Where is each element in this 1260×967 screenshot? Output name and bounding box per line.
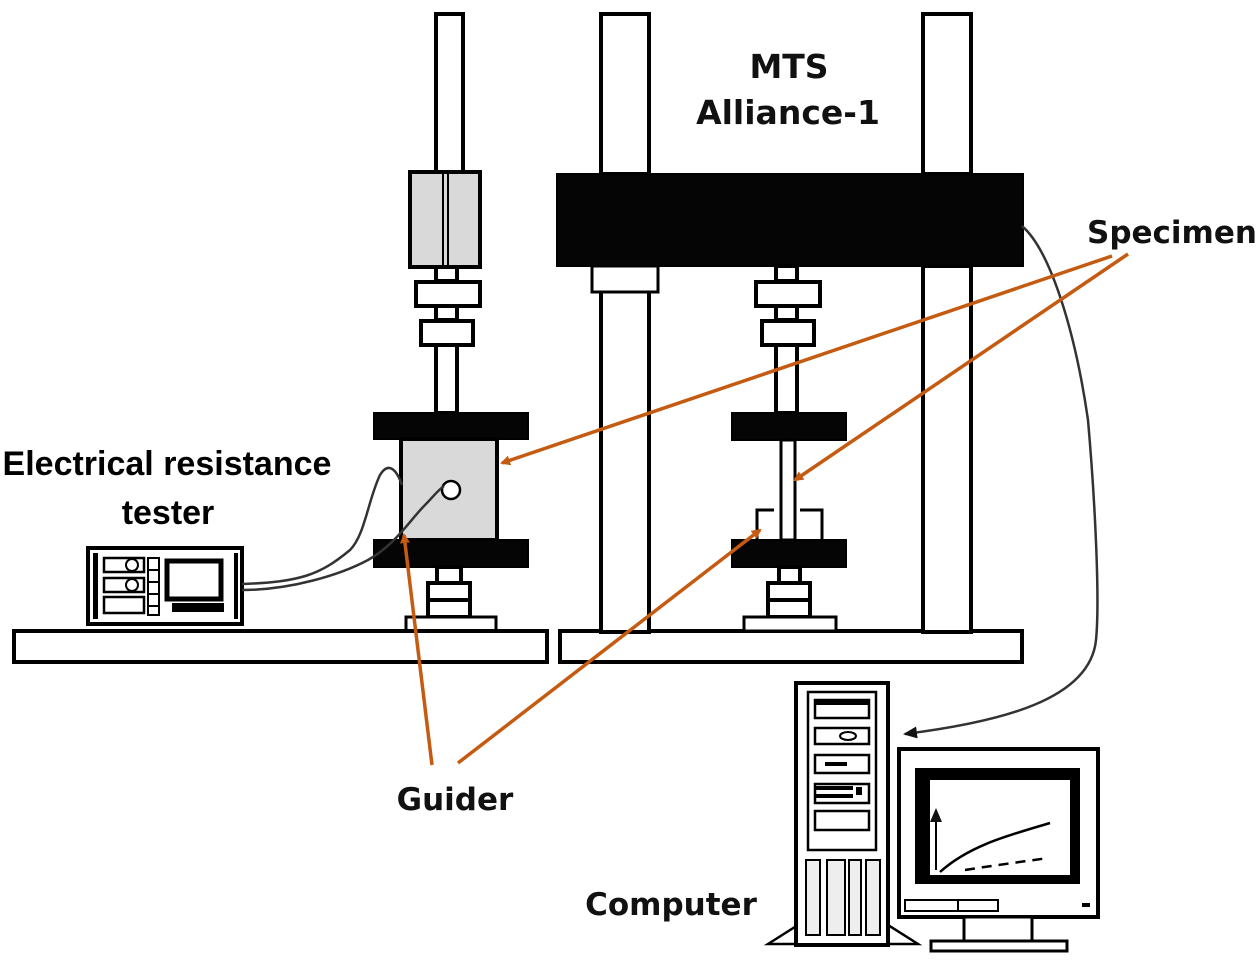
left-loading-column — [373, 12, 529, 633]
mts-load-frame — [556, 12, 1024, 634]
tester-screen — [164, 558, 224, 602]
left-top-grip — [408, 170, 482, 269]
tester-label-line2: tester — [122, 494, 215, 532]
center-lower-grip — [731, 539, 847, 568]
machine-label-line2: Alliance-1 — [696, 93, 880, 132]
center-base-block-1 — [766, 581, 812, 602]
left-top-rod — [434, 12, 465, 176]
computer-monitor — [897, 747, 1100, 953]
left-base-block-1 — [426, 581, 472, 602]
specimen-arrow-large — [500, 254, 1113, 466]
center-upper-rod — [774, 343, 799, 415]
machine-label-line1: MTS — [749, 47, 828, 86]
center-collar-1 — [754, 280, 822, 308]
wire-to-electrode — [241, 484, 445, 592]
left-lower-rod — [434, 343, 459, 415]
tester-label-line1: Electrical resistance — [3, 445, 332, 483]
crosshead — [556, 173, 1024, 267]
electrical-resistance-tester — [86, 546, 244, 626]
plot-dashed-curve — [964, 856, 1049, 872]
computer-tower — [763, 681, 923, 947]
frame-column-left-top — [599, 12, 651, 176]
electrode-point — [440, 479, 462, 501]
left-base-pad — [404, 615, 498, 633]
frame-column-left — [599, 264, 651, 634]
left-lower-platen — [373, 539, 529, 568]
center-base-pad — [742, 615, 838, 633]
left-base-connector — [435, 565, 463, 585]
computer-label: Computer — [585, 887, 757, 923]
left-connector-2 — [434, 304, 459, 322]
center-base-connector — [777, 565, 802, 585]
plot-solid-curve — [939, 821, 1051, 873]
wire-to-specimen-side — [241, 466, 404, 586]
left-base-block-2 — [426, 598, 472, 619]
center-collar-2 — [760, 319, 816, 347]
left-collar-1 — [414, 280, 482, 308]
center-connector-2 — [774, 304, 799, 322]
center-upper-grip — [731, 412, 847, 441]
base-plate-left — [12, 629, 549, 664]
frame-column-right — [921, 264, 973, 634]
guider-label: Guider — [397, 782, 514, 818]
base-plate-right — [558, 629, 1024, 664]
guider-arrow-left — [400, 533, 434, 766]
frame-left-collar — [590, 264, 660, 294]
left-upper-platen — [373, 412, 529, 440]
specimen-arrow-small — [793, 252, 1129, 482]
specimen-small — [779, 438, 797, 542]
specimen-large — [399, 437, 499, 542]
center-connector-1 — [774, 264, 799, 283]
monitor-screen — [930, 780, 1070, 875]
guider-arrow-right — [456, 528, 762, 765]
left-collar-2 — [419, 319, 475, 347]
frame-column-right-top — [921, 12, 973, 176]
left-connector-1 — [434, 265, 459, 283]
specimen-label: Specimen — [1087, 215, 1257, 251]
center-base-block-2 — [766, 598, 812, 619]
